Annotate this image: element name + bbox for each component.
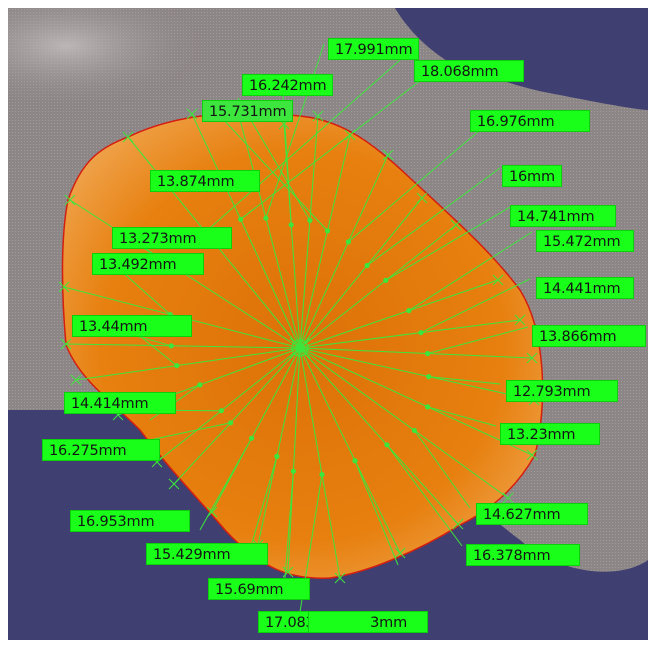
radial-dimension-line	[75, 347, 301, 381]
boundary-cross-mark	[382, 149, 394, 161]
radial-dimension-line	[173, 347, 301, 485]
upper-right-blue-region	[395, 8, 600, 83]
cad-3d-viewport[interactable]: 17.991mm 18.068mm 16.242mm 15.731mm 16.9…	[8, 8, 648, 640]
radial-dimension-line	[299, 154, 389, 349]
radial-dimension-line	[299, 347, 533, 359]
dimension-label[interactable]: 16mm	[502, 165, 562, 187]
leader-line	[249, 456, 278, 551]
radial-dimension-line	[65, 343, 301, 349]
dimension-label[interactable]: 15.69mm	[208, 578, 310, 600]
radial-dimension-line	[299, 347, 341, 579]
radial-dimension-line	[299, 134, 351, 349]
radial-dimension-line	[299, 347, 509, 499]
bone-highlight	[8, 8, 300, 135]
dimension-label[interactable]: 13.44mm	[72, 315, 192, 337]
boundary-cross-mark	[64, 194, 76, 206]
boundary-cross-mark	[492, 274, 504, 286]
leader-line	[408, 231, 533, 312]
leader-line	[354, 460, 399, 566]
leader-line	[420, 278, 531, 334]
dimension-label[interactable]: 15.472mm	[536, 230, 634, 252]
boundary-cross-mark	[334, 572, 346, 584]
dimension-label[interactable]: 3mm	[308, 611, 428, 633]
boundary-cross-mark	[514, 314, 526, 326]
dimension-label[interactable]: 17.991mm	[328, 38, 420, 60]
radial-dimension-line	[299, 319, 521, 349]
dimension-label[interactable]: 16.378mm	[466, 544, 580, 566]
dimension-label[interactable]: 16.242mm	[242, 74, 334, 96]
boundary-cross-mark	[450, 219, 462, 231]
radial-dimension-line	[156, 347, 301, 463]
dimension-label[interactable]: 14.441mm	[536, 277, 634, 299]
boundary-cross-mark	[312, 110, 324, 122]
dimension-label[interactable]: 15.731mm	[202, 100, 294, 122]
leader-line	[413, 430, 471, 509]
dimension-label[interactable]: 12.793mm	[506, 380, 618, 402]
leader-line	[348, 129, 481, 243]
leader-line	[385, 205, 513, 281]
dimension-label[interactable]: 13.23mm	[500, 423, 600, 445]
boundary-cross-mark	[416, 192, 428, 204]
radial-dimension-line	[299, 347, 535, 401]
leader-line	[386, 444, 463, 547]
boundary-cross-mark	[344, 129, 356, 141]
radial-dimension-line	[299, 279, 499, 349]
radial-dimension-line	[299, 347, 533, 456]
boundary-cross-mark	[502, 492, 514, 504]
dimension-label[interactable]: 14.414mm	[64, 392, 176, 414]
leader-line	[427, 406, 497, 427]
dimension-label[interactable]: 13.273mm	[112, 227, 232, 249]
boundary-cross-mark	[58, 281, 70, 293]
radial-dimension-line	[299, 197, 423, 349]
leader-line	[283, 471, 294, 591]
radial-dimension-line	[299, 347, 401, 554]
radial-dimension-line	[257, 347, 301, 546]
leader-line	[428, 376, 501, 385]
boundary-cross-mark	[60, 338, 72, 350]
boundary-cross-mark	[151, 456, 163, 468]
radial-dimension-line	[237, 111, 301, 349]
boundary-cross-mark	[526, 352, 538, 364]
boundary-cross-mark	[122, 131, 134, 143]
radial-dimension-line	[283, 123, 301, 349]
leader-line	[199, 437, 253, 531]
boundary-cross-mark	[526, 449, 538, 461]
radial-dimension-line	[191, 113, 301, 349]
radial-dimension-line	[299, 115, 319, 349]
boundary-cross-mark	[168, 478, 180, 490]
dimension-label[interactable]: 13.492mm	[92, 253, 204, 275]
dimension-label[interactable]: 14.627mm	[476, 503, 588, 525]
dimension-label[interactable]: 15.429mm	[146, 543, 268, 565]
radial-dimension-line	[299, 347, 459, 525]
dimension-label[interactable]: 14.741mm	[510, 205, 616, 227]
center-point-marker	[289, 337, 311, 359]
radial-dimension-line	[287, 347, 301, 573]
leader-line	[427, 326, 529, 354]
dimension-label[interactable]: 13.874mm	[150, 170, 260, 192]
leader-line	[265, 43, 325, 219]
leader-line	[366, 167, 501, 266]
dimension-label[interactable]: 13.866mm	[532, 325, 646, 347]
radial-dimension-line	[299, 224, 457, 349]
boundary-cross-mark	[452, 518, 464, 530]
leader-line	[205, 59, 401, 233]
dimension-label[interactable]: 16.976mm	[470, 110, 590, 132]
dimension-label[interactable]: 18.068mm	[414, 60, 524, 82]
radial-dimension-line	[211, 347, 301, 513]
boundary-cross-mark	[186, 108, 198, 120]
boundary-cross-mark	[70, 374, 82, 386]
dimension-label[interactable]: 16.275mm	[42, 439, 160, 461]
leader-line	[149, 422, 231, 441]
leader-line	[240, 69, 435, 220]
boundary-cross-mark	[394, 547, 406, 559]
dimension-label[interactable]: 16.953mm	[70, 510, 190, 532]
leader-line	[221, 117, 328, 232]
